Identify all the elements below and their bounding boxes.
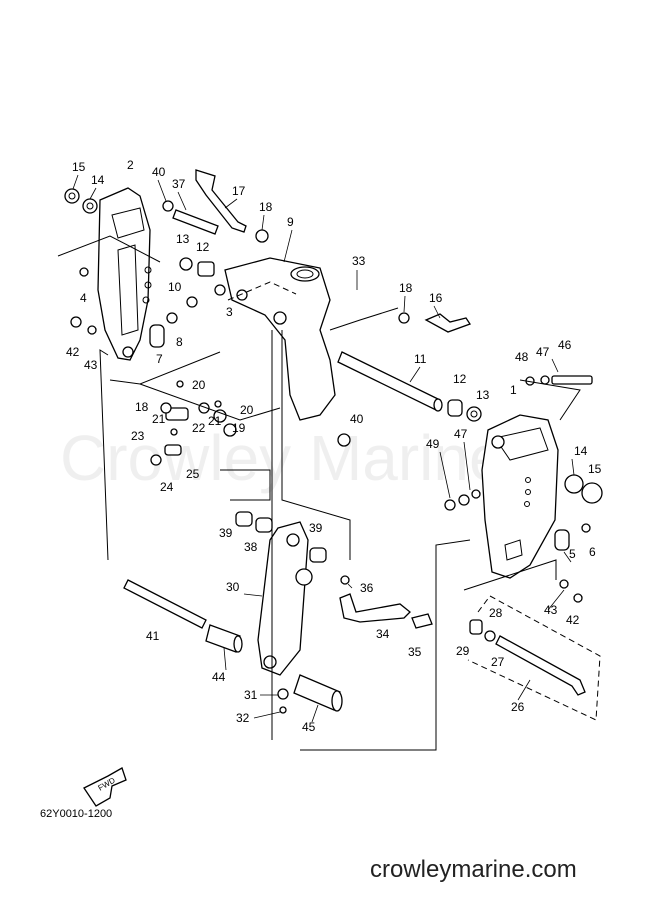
callout-48: 48 [515, 350, 529, 364]
shaft-37 [172, 209, 219, 235]
callout-40: 40 [350, 412, 364, 426]
rod-26 [495, 635, 586, 696]
callout-6: 6 [589, 545, 596, 559]
callout-47: 47 [454, 427, 468, 441]
sleeve-44 [205, 624, 243, 653]
callout-1: 1 [510, 383, 517, 397]
callout-41: 41 [146, 629, 160, 643]
small-parts [64, 188, 603, 714]
callout-38: 38 [244, 540, 258, 554]
callout-26: 26 [511, 700, 525, 714]
leader-lines [72, 174, 575, 723]
callout-43: 43 [84, 358, 98, 372]
callout-27: 27 [491, 655, 505, 669]
lever-34 [339, 593, 411, 623]
callout-22: 22 [192, 421, 206, 435]
assembly-guides [57, 235, 601, 751]
callout-8: 8 [176, 335, 183, 349]
cylinder-30 [257, 521, 313, 676]
callout-14: 14 [91, 173, 105, 187]
callout-18: 18 [399, 281, 413, 295]
callout-29: 29 [456, 644, 470, 658]
callout-47: 47 [536, 345, 550, 359]
callout-21: 21 [208, 414, 222, 428]
callout-12: 12 [196, 240, 210, 254]
callout-4: 4 [80, 291, 87, 305]
tilt-tube [337, 351, 443, 412]
right-clamp-bracket [481, 414, 559, 579]
callout-45: 45 [302, 720, 316, 734]
callout-18: 18 [135, 400, 149, 414]
callout-36: 36 [360, 581, 374, 595]
callout-3: 3 [226, 305, 233, 319]
callout-20: 20 [240, 403, 254, 417]
callout-5: 5 [569, 547, 576, 561]
callout-25: 25 [186, 467, 200, 481]
callout-40: 40 [152, 165, 166, 179]
callout-35: 35 [408, 645, 422, 659]
callout-31: 31 [244, 688, 258, 702]
callout-28: 28 [489, 606, 503, 620]
callout-39: 39 [309, 521, 323, 535]
callout-15: 15 [588, 462, 602, 476]
callout-30: 30 [226, 580, 240, 594]
rod-41 [123, 579, 207, 629]
callout-10: 10 [168, 280, 182, 294]
site-watermark: crowleymarine.com [370, 856, 577, 883]
callout-39: 39 [219, 526, 233, 540]
tilt-lever-17 [195, 169, 247, 233]
callout-13: 13 [176, 232, 190, 246]
callout-labels: 15 14 2 40 37 17 18 9 13 12 33 4 10 18 1… [66, 158, 602, 734]
callout-44: 44 [212, 670, 226, 684]
callout-17: 17 [232, 184, 246, 198]
callout-9: 9 [287, 215, 294, 229]
callout-7: 7 [156, 352, 163, 366]
callout-12: 12 [453, 372, 467, 386]
callout-13: 13 [476, 388, 490, 402]
callout-34: 34 [376, 627, 390, 641]
callout-49: 49 [426, 437, 440, 451]
swivel-bracket [224, 257, 336, 421]
callout-19: 19 [232, 421, 246, 435]
drawing-code: 62Y0010-1200 [40, 808, 112, 820]
left-clamp-bracket [97, 187, 152, 361]
callout-20: 20 [192, 378, 206, 392]
grip-35 [411, 613, 433, 629]
callout-42: 42 [66, 345, 80, 359]
callout-21: 21 [152, 412, 166, 426]
lever-16 [424, 313, 471, 333]
callout-43: 43 [544, 603, 558, 617]
fwd-arrow-icon: FWD [83, 767, 127, 807]
callout-24: 24 [160, 480, 174, 494]
callout-15: 15 [72, 160, 86, 174]
callout-18: 18 [259, 200, 273, 214]
callout-37: 37 [172, 177, 186, 191]
callout-33: 33 [352, 254, 366, 268]
callout-2: 2 [127, 158, 134, 172]
callout-14: 14 [574, 444, 588, 458]
callout-32: 32 [236, 711, 250, 725]
callout-42: 42 [566, 613, 580, 627]
callout-11: 11 [414, 352, 427, 366]
callout-16: 16 [429, 291, 443, 305]
callout-23: 23 [131, 429, 145, 443]
callout-46: 46 [558, 338, 572, 352]
sleeve-45 [293, 674, 343, 712]
